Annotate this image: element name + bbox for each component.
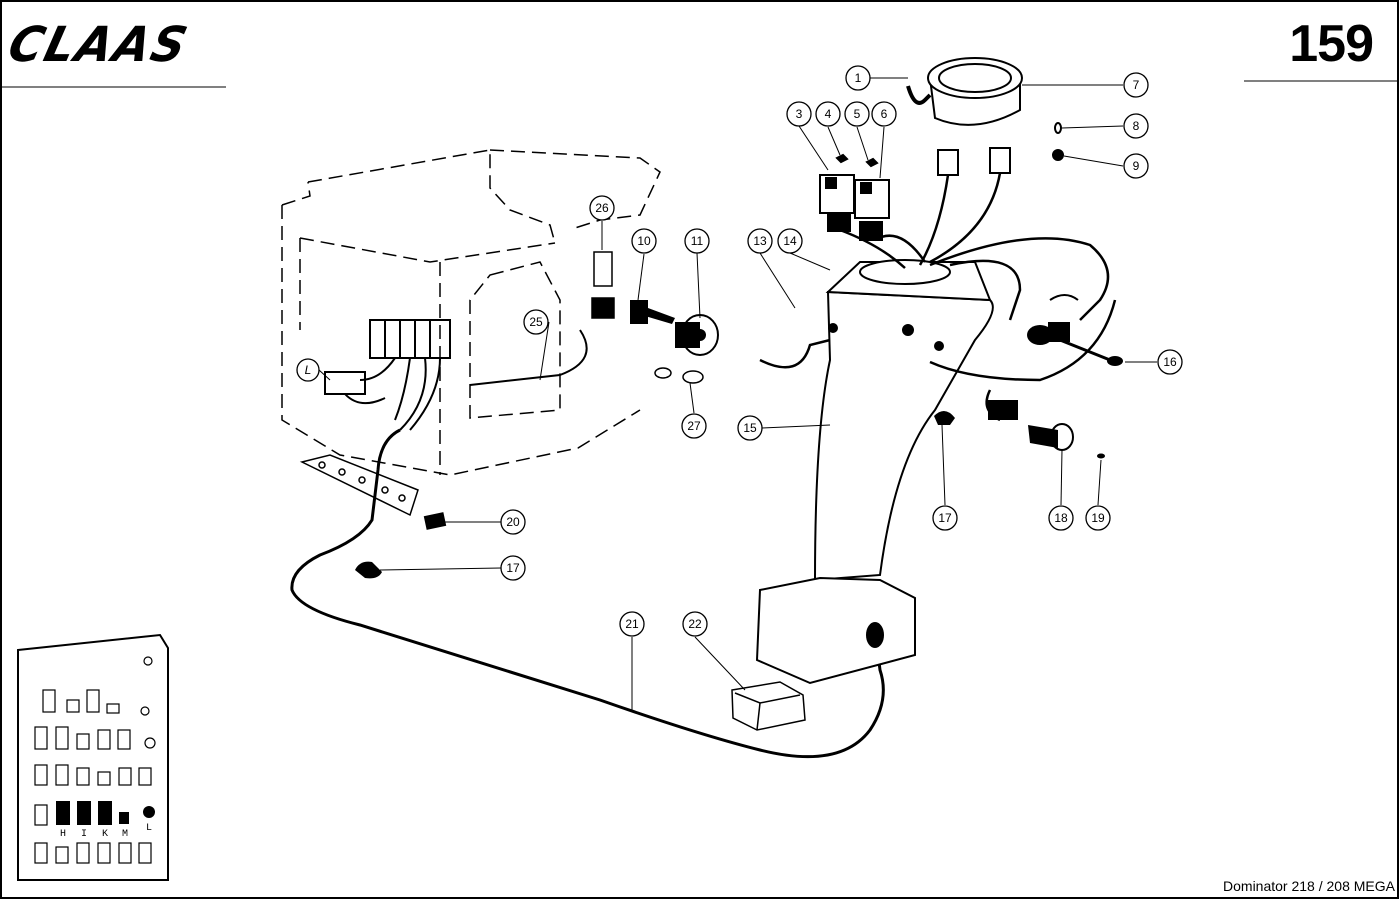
rocker-switches-3-6 <box>819 153 890 241</box>
callout-11: 11 <box>684 228 710 254</box>
callout-14-label: 14 <box>783 234 797 248</box>
bulb-holders <box>937 122 1064 176</box>
ignition-switch-part-11 <box>675 314 719 356</box>
console-wiring <box>759 172 1117 422</box>
fuse-label-L: L <box>146 823 152 834</box>
mounting-strip <box>299 454 419 517</box>
callout-1-label: 1 <box>855 71 862 85</box>
callout-19: 19 <box>1085 505 1111 531</box>
fuse-label-M: M <box>122 829 128 840</box>
callout-leader-lines <box>318 77 1157 710</box>
callout-L-label: L <box>305 363 312 377</box>
callout-5: 5 <box>844 101 870 127</box>
callout-25-label: 25 <box>529 315 543 329</box>
gauge-part-7 <box>906 57 1023 126</box>
multifunction-switch-part-16 <box>1027 294 1123 366</box>
callout-22-label: 22 <box>688 617 702 631</box>
callout-6: 6 <box>871 101 897 127</box>
callout-16-label: 16 <box>1163 355 1177 369</box>
switch-connector-block <box>324 319 451 431</box>
callout-L: L <box>296 358 320 382</box>
callout-1: 1 <box>845 65 871 91</box>
callout-13: 13 <box>747 228 773 254</box>
cab-outline <box>281 149 661 476</box>
fuse-label-K: K <box>102 829 108 840</box>
fuse-label-I: I <box>81 829 87 840</box>
clip-part-17-left <box>355 561 382 579</box>
callout-9-label: 9 <box>1133 159 1140 173</box>
callout-21-label: 21 <box>625 617 639 631</box>
callout-14: 14 <box>777 228 803 254</box>
callout-10: 10 <box>631 228 657 254</box>
fuse-label-H: H <box>60 829 66 840</box>
callout-17-left: 17 <box>500 555 526 581</box>
clip-part-20 <box>423 512 447 530</box>
callout-13-label: 13 <box>753 234 767 248</box>
pin-part-19 <box>1097 453 1105 459</box>
callout-22: 22 <box>682 611 708 637</box>
callout-20: 20 <box>500 509 526 535</box>
callout-9: 9 <box>1123 153 1149 179</box>
callout-25: 25 <box>523 309 549 335</box>
callout-11-label: 11 <box>691 234 704 248</box>
callout-18-label: 18 <box>1054 511 1068 525</box>
callout-6-label: 6 <box>881 107 888 121</box>
callout-10-label: 10 <box>637 234 651 248</box>
fuse-panel-inset: H I K M L <box>17 633 169 881</box>
callout-4-label: 4 <box>825 107 832 121</box>
callout-27: 27 <box>681 413 707 439</box>
page-number: 159 <box>1289 15 1374 73</box>
console-column-part-15 <box>755 259 994 685</box>
callout-8: 8 <box>1123 113 1149 139</box>
callout-17-right: 17 <box>932 505 958 531</box>
callout-26: 26 <box>589 195 615 221</box>
callout-8-label: 8 <box>1133 119 1140 133</box>
callout-17-right-label: 17 <box>938 511 952 525</box>
callout-21: 21 <box>619 611 645 637</box>
ignition-key-part-10 <box>630 300 675 324</box>
socket-part-18 <box>988 400 1074 451</box>
callout-17-left-label: 17 <box>506 561 520 575</box>
plug-part-26 <box>591 251 615 319</box>
main-wire-harness <box>290 329 885 759</box>
callout-15-label: 15 <box>743 421 757 435</box>
callout-27-label: 27 <box>687 419 701 433</box>
callout-7-label: 7 <box>1133 78 1140 92</box>
callout-16: 16 <box>1157 349 1183 375</box>
callout-7: 7 <box>1123 72 1149 98</box>
callout-19-label: 19 <box>1091 511 1105 525</box>
callout-3: 3 <box>786 101 812 127</box>
callout-3-label: 3 <box>796 107 803 121</box>
relay-part-22 <box>731 681 806 731</box>
clip-part-17-right <box>934 410 955 425</box>
callout-15: 15 <box>737 415 763 441</box>
callout-20-label: 20 <box>506 515 520 529</box>
cable-lug-part-27 <box>654 367 704 384</box>
callout-5-label: 5 <box>854 107 861 121</box>
model-name: Dominator 218 / 208 MEGA <box>1223 878 1395 894</box>
callout-26-label: 26 <box>595 201 609 215</box>
callout-4: 4 <box>815 101 841 127</box>
callout-18: 18 <box>1048 505 1074 531</box>
